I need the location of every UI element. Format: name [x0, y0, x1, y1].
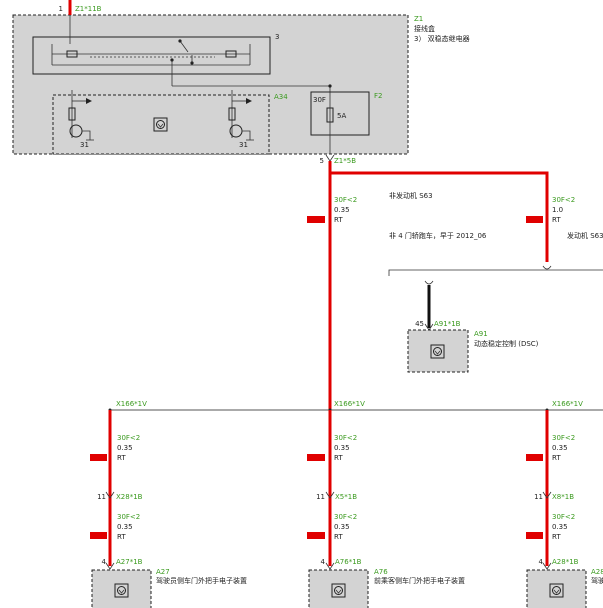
wire-c2-signal: 30F<2 [334, 513, 357, 521]
wire-b1-signal: 30F<2 [117, 434, 140, 442]
a27-id-label: A27 [156, 568, 170, 576]
wire-right-signal: 30F<2 [552, 196, 575, 204]
fuse-marker-right [526, 216, 543, 223]
z1-bottom-pin: 5 [320, 157, 324, 165]
z1-relay-label: 3） 双稳态继电器 [414, 34, 470, 43]
bistable-relay [32, 36, 271, 75]
a28-connector: A28*1B [552, 558, 579, 566]
module-a91-dsc[interactable] [407, 329, 469, 373]
control-unit-icon [430, 344, 445, 359]
wire-b1-gauge: 0.35 [117, 444, 133, 452]
fuse-marker-c3 [526, 532, 543, 539]
module-a34[interactable] [52, 94, 270, 155]
a76-connector: A76*1B [335, 558, 362, 566]
wire-c1-color: RT [117, 533, 126, 541]
wire-b3-color: RT [552, 454, 561, 462]
wire-c2-color: RT [334, 533, 343, 541]
wire-c3-signal: 30F<2 [552, 513, 575, 521]
z1-id-label: Z1 [414, 15, 423, 23]
wire-c3-gauge: 0.35 [552, 523, 568, 531]
fuse-marker-main [307, 216, 325, 223]
fuse-marker-b3 [526, 454, 543, 461]
z1-name-label: 接线盒 [414, 24, 435, 33]
fuse-marker-c1 [90, 532, 107, 539]
wire-right-branch [330, 171, 549, 262]
control-unit-icon [549, 583, 564, 598]
fuse-marker-c2 [307, 532, 325, 539]
split-mid-pin: 11 [316, 493, 325, 501]
relay-number: 3 [275, 33, 279, 41]
fuse-marker-b1 [90, 454, 107, 461]
wire-b2-signal: 30F<2 [334, 434, 357, 442]
wire-main-gauge: 0.35 [334, 206, 350, 214]
wire-main-signal: 30F<2 [334, 196, 357, 204]
wire-b1-color: RT [117, 454, 126, 462]
relay-coil-left [66, 50, 78, 58]
a27-connector: A27*1B [116, 558, 143, 566]
f2-id-label: F2 [374, 92, 382, 100]
note-no-s63: 非发动机 S63 [389, 191, 433, 200]
f2-amps-label: 5A [337, 112, 346, 120]
z1-bottom-connector: Z1*5B [334, 157, 356, 165]
wire-main-color: RT [334, 216, 343, 224]
relay-switch-contact [179, 40, 189, 53]
bus-label-mid: X166*1V [334, 400, 365, 408]
bus-label-left: X166*1V [116, 400, 147, 408]
a34-resistor-left [68, 107, 76, 121]
a76-id-label: A76 [374, 568, 388, 576]
wire-right-color: RT [552, 216, 561, 224]
module-a28[interactable] [526, 569, 587, 608]
a91-name-label: 动态稳定控制 (DSC) [474, 339, 539, 348]
a27-pin: 4 [102, 558, 107, 566]
a76-pin: 4 [321, 558, 326, 566]
wire-b3-signal: 30F<2 [552, 434, 575, 442]
relay-coil-right [225, 50, 237, 58]
wire-c1-signal: 30F<2 [117, 513, 140, 521]
split-left-pin: 11 [97, 493, 106, 501]
a91-connector: A91*1B [434, 320, 461, 328]
a28-pin: 4 [539, 558, 544, 566]
split-right-connector: X8*1B [552, 493, 574, 501]
a28-id-label: A28 [591, 568, 603, 576]
module-a27[interactable] [91, 569, 152, 608]
wire-c1-gauge: 0.35 [117, 523, 133, 531]
fuse-marker-b2 [307, 454, 325, 461]
ground-label-b: 31 [239, 141, 248, 149]
a91-id-label: A91 [474, 330, 488, 338]
f2-rating-label: 30F [313, 96, 326, 104]
wire-c3-color: RT [552, 533, 561, 541]
a34-id-label: A34 [274, 93, 288, 101]
option-bracket [388, 269, 603, 276]
wire-b3-gauge: 0.35 [552, 444, 568, 452]
wire-b2-color: RT [334, 454, 343, 462]
split-right-pin: 11 [534, 493, 543, 501]
wire-b2-gauge: 0.35 [334, 444, 350, 452]
split-mid-connector: X5*1B [335, 493, 357, 501]
split-left-connector: X28*1B [116, 493, 143, 501]
note-no-4door: 非 4 门轿跑车，早于 2012_06 [389, 231, 487, 240]
control-unit-icon [153, 117, 168, 132]
z1-top-pin: 1 [59, 5, 63, 13]
a34-resistor-right [228, 107, 236, 121]
a27-name-label: 驾驶员侧车门外把手电子装置 [156, 576, 247, 585]
ground-label-a: 31 [80, 141, 89, 149]
fuse-box-f2[interactable] [310, 91, 370, 136]
a76-name-label: 前乘客侧车门外把手电子装置 [374, 576, 465, 585]
control-unit-icon [331, 583, 346, 598]
wire-c2-gauge: 0.35 [334, 523, 350, 531]
a28-name-label: 驾驶 [591, 576, 603, 585]
wire-right-gauge: 1.0 [552, 206, 563, 214]
z1-top-connector: Z1*11B [75, 5, 102, 13]
note-engine-s63: 发动机 S63 [567, 231, 603, 240]
bus-label-right: X166*1V [552, 400, 583, 408]
control-unit-icon [114, 583, 129, 598]
a91-pin: 45 [415, 320, 424, 328]
module-a76[interactable] [308, 569, 369, 608]
